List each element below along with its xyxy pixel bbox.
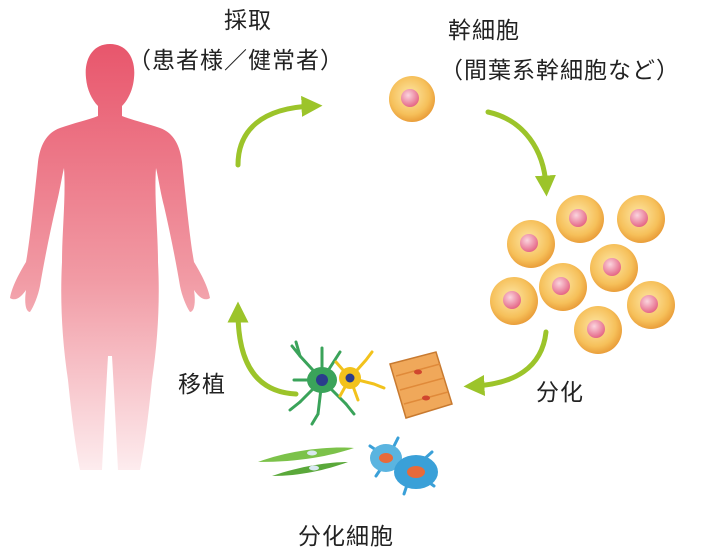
stem-cell [490,277,538,325]
stem-cells-examples-label: （間葉系幹細胞など） [440,58,680,84]
stem-cell [539,263,587,311]
differentiated-cells-group [258,340,453,496]
fibroblast-cells [258,447,354,476]
cycle-arrows [227,95,556,397]
transplant-label: 移植 [178,372,226,398]
stem-cells-label: 幹細胞 [448,18,520,44]
stem-cell [507,220,555,268]
differentiation-label: 分化 [536,380,584,406]
stem-cell [389,76,435,122]
osteocyte-cells [368,436,438,496]
stem-cell [556,195,604,243]
stem-cell [617,195,665,243]
differentiated-cells-label: 分化細胞 [298,524,394,550]
harvest-arrow [235,95,323,168]
muscle-cell [389,351,453,419]
neuron-cell-green [288,340,356,426]
human-body-silhouette [10,44,210,470]
stem-to-proliferation-arrow [485,109,556,197]
proliferated-stem-cells [490,195,675,354]
harvest-source-label: （患者様／健常者） [128,48,344,74]
differentiation-arrow [463,329,549,396]
stem-cell [627,281,675,329]
neuron-cell-yellow [334,350,386,402]
harvest-label: 採取 [224,8,272,34]
stem-cell [574,306,622,354]
stem-cell [590,244,638,292]
transplant-arrow [227,301,299,397]
